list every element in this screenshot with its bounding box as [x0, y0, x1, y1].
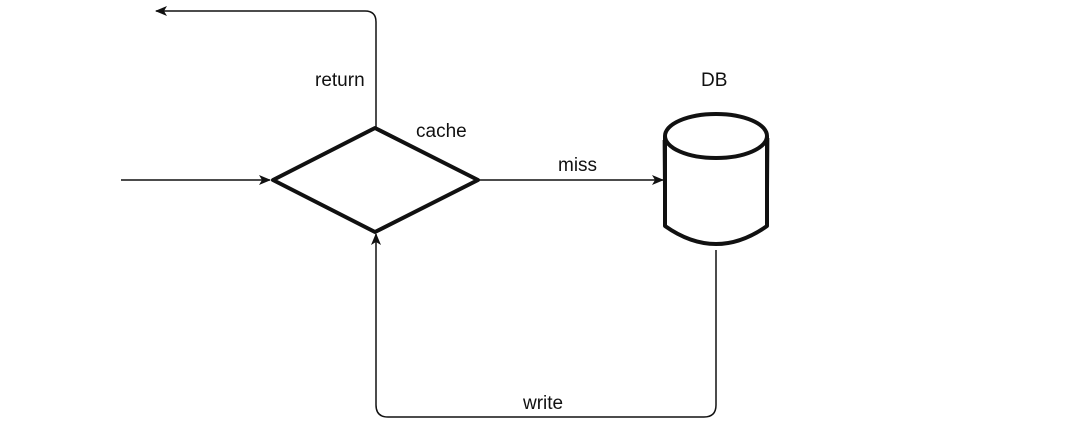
- edge-write-label: write: [522, 393, 563, 414]
- edge-return-line: [155, 5, 377, 128]
- cache-diamond-shape: [271, 126, 480, 234]
- db-cylinder-body: [663, 136, 769, 246]
- cache-label: cache: [416, 121, 467, 142]
- db-node: DB: [662, 70, 770, 246]
- edge-write-line: [371, 233, 717, 418]
- db-cylinder-top: [663, 112, 769, 160]
- cache-node: cache: [271, 121, 480, 234]
- db-cylinder-sketch: [662, 137, 770, 225]
- edge-miss: miss: [478, 155, 664, 185]
- edge-return: return: [155, 5, 377, 128]
- edge-write: write: [371, 233, 717, 418]
- edge-miss-label: miss: [558, 155, 597, 176]
- edge-return-label: return: [315, 70, 365, 91]
- cache-diamond-sketch: [274, 129, 477, 232]
- db-label: DB: [701, 70, 727, 91]
